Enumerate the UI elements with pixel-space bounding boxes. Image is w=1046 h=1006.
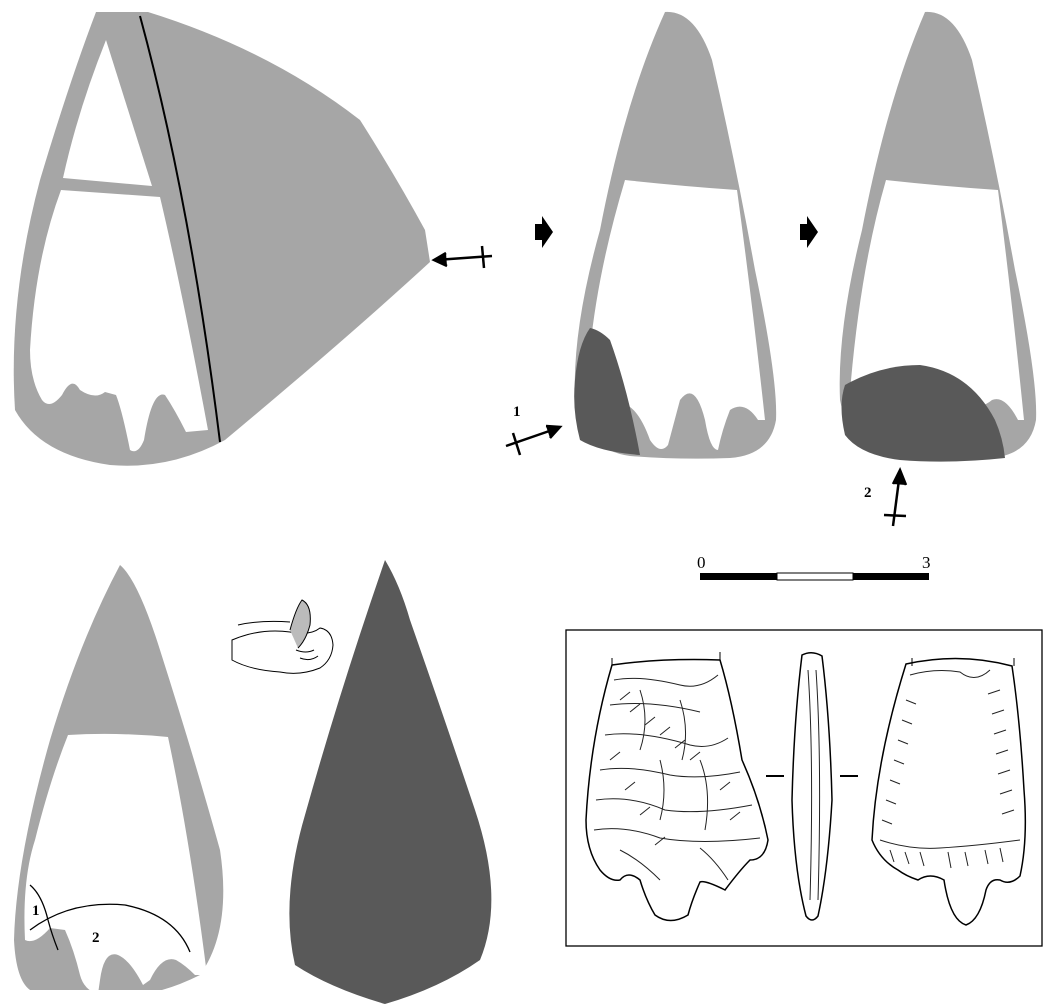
scale-bar-segment (853, 573, 929, 580)
final-point-silhouette (289, 560, 491, 1004)
process-arrow-icon (800, 216, 818, 248)
stage-3-blank: 2 (840, 12, 1036, 526)
removal-1-outline-label: 1 (32, 903, 40, 919)
scale-bar-segment (777, 573, 853, 580)
force-direction-icon (434, 246, 492, 268)
process-arrow-icon (535, 216, 553, 248)
scale-bar: 0 3 (697, 553, 931, 580)
final-point-outline-view: 1 2 (14, 565, 223, 994)
removal-1-label: 1 (513, 404, 521, 420)
removal-2-outline-label: 2 (92, 930, 100, 946)
stage-1-preform (14, 12, 492, 466)
hand-holding-tool-icon (232, 600, 333, 673)
force-direction-icon (506, 426, 560, 455)
scale-bar-end-label: 3 (922, 553, 931, 572)
removal-2-label: 2 (864, 485, 872, 501)
artifact-drawing-panel (566, 630, 1042, 946)
scale-bar-segment (700, 573, 777, 580)
force-direction-icon (884, 470, 906, 526)
scale-bar-start-label: 0 (697, 553, 706, 572)
